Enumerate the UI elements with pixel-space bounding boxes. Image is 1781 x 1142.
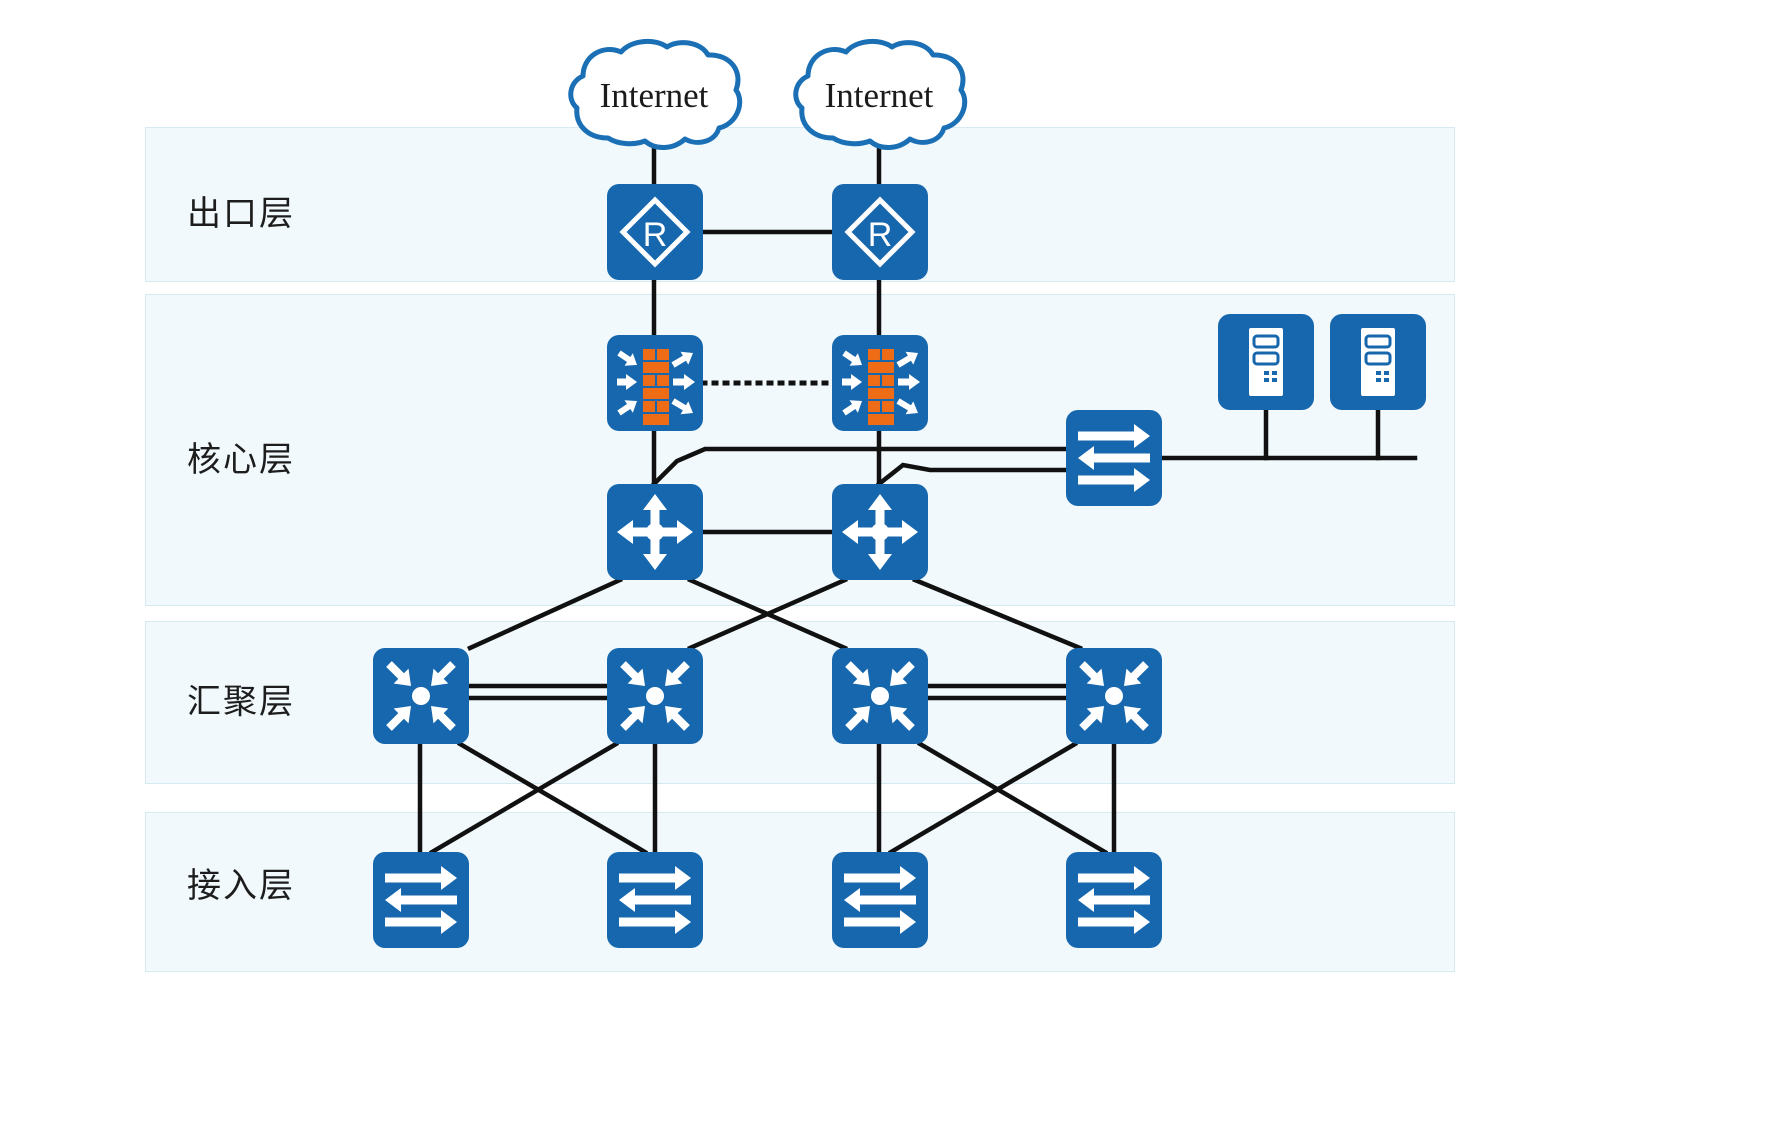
layer-band-egress	[145, 127, 1455, 282]
aggregation-switch-arrows-glyph	[845, 661, 915, 731]
access-switch-4[interactable]	[1066, 852, 1162, 948]
switch-arrows-glyph	[1078, 424, 1150, 492]
svg-text:R: R	[868, 216, 893, 254]
link-agg-4-to-acc-3	[887, 740, 1079, 856]
egress-router-right[interactable]: R	[832, 184, 928, 280]
aggregation-switch-4[interactable]	[1066, 648, 1162, 744]
link-core-switch-2-to-server-switch	[875, 462, 1069, 488]
link-agg-1-to-acc-2	[456, 740, 649, 856]
egress-router-left[interactable]: R	[607, 184, 703, 280]
cloud-shape	[793, 38, 968, 150]
link-agg-3-to-acc-4	[916, 740, 1109, 856]
link-core-switch-2-to-agg-2	[687, 577, 848, 651]
cloud-internet-left	[561, 38, 747, 158]
link-core-switch-1-to-server-switch	[650, 446, 1069, 488]
aggregation-switch-arrows-glyph	[620, 661, 690, 731]
core-firewall-right[interactable]	[832, 335, 928, 431]
switch-arrows-glyph	[619, 866, 691, 934]
cloud-label-internet-right: Internet	[824, 76, 934, 115]
access-switch-3[interactable]	[832, 852, 928, 948]
aggregation-switch-1[interactable]	[373, 648, 469, 744]
link-core-switch-2-to-agg-4	[912, 577, 1083, 651]
link-agg-2-to-acc-1	[428, 740, 620, 856]
l3-switch-arrows-glyph	[617, 494, 693, 570]
cloud-label-internet-left: Internet	[599, 76, 709, 115]
core-switch-left[interactable]	[607, 484, 703, 580]
aggregation-switch-3[interactable]	[832, 648, 928, 744]
core-switch-right[interactable]	[832, 484, 928, 580]
cloud-internet-right	[786, 38, 972, 158]
layer-label-egress: 出口层	[187, 194, 295, 234]
switch-arrows-glyph	[1078, 866, 1150, 934]
server-left[interactable]	[1218, 314, 1314, 410]
layer-label-aggregation: 汇聚层	[187, 682, 295, 722]
svg-text:R: R	[643, 216, 668, 254]
access-switch-2[interactable]	[607, 852, 703, 948]
cloud-shape	[568, 38, 743, 150]
switch-arrows-glyph	[385, 866, 457, 934]
server-access-switch[interactable]	[1066, 410, 1162, 506]
firewall-brick-glyph	[842, 349, 920, 425]
layer-band-access	[145, 812, 1455, 972]
layer-band-aggregation	[145, 621, 1455, 784]
switch-arrows-glyph	[844, 866, 916, 934]
router-diamond-glyph: R	[844, 196, 916, 268]
link-agg-3-to-agg-4-pair	[925, 683, 1069, 701]
server-tower-glyph	[1249, 328, 1283, 396]
firewall-brick-glyph	[617, 349, 695, 425]
aggregation-switch-arrows-glyph	[1079, 661, 1149, 731]
link-core-switch-1-to-agg-1	[467, 577, 623, 651]
layer-label-access: 接入层	[187, 866, 295, 906]
access-switch-1[interactable]	[373, 852, 469, 948]
router-diamond-glyph: R	[619, 196, 691, 268]
server-tower-glyph	[1361, 328, 1395, 396]
core-firewall-left[interactable]	[607, 335, 703, 431]
aggregation-switch-arrows-glyph	[386, 661, 456, 731]
l3-switch-arrows-glyph	[842, 494, 918, 570]
layer-label-core: 核心层	[187, 440, 295, 480]
server-right[interactable]	[1330, 314, 1426, 410]
aggregation-switch-2[interactable]	[607, 648, 703, 744]
link-agg-1-to-agg-2-pair	[466, 683, 610, 701]
